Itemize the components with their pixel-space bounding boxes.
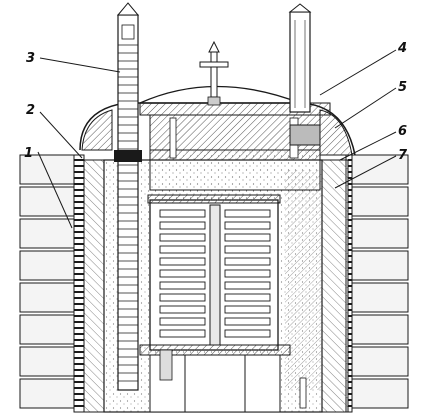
leader-line-6 <box>339 131 397 161</box>
label-6: 6 <box>398 124 407 139</box>
brick <box>351 378 409 409</box>
shelf-right <box>224 221 271 230</box>
brick <box>19 314 75 345</box>
thermocouple-flange <box>114 150 142 162</box>
brick <box>19 186 75 217</box>
exhaust-pipe-cap <box>288 3 312 13</box>
shelf-right <box>224 305 271 314</box>
shelf-left <box>159 293 206 302</box>
shelf-left <box>159 329 206 338</box>
label-2: 2 <box>26 103 35 118</box>
shelf-right <box>224 209 271 218</box>
brick <box>19 282 75 313</box>
lid-clamp-left <box>169 117 177 159</box>
shelf-left <box>159 209 206 218</box>
shelf-right <box>224 293 271 302</box>
shelf-right <box>224 281 271 290</box>
central-shaft <box>209 204 221 346</box>
shelf-left <box>159 317 206 326</box>
leader-line-1 <box>37 151 73 229</box>
shelf-left <box>159 233 206 242</box>
top-insulation-right <box>319 109 353 156</box>
inner-lining-left <box>83 159 105 413</box>
lid-lifting-eye-shaft <box>210 51 218 98</box>
brick <box>19 218 75 249</box>
bottom-probe <box>299 377 307 409</box>
leader-line-3 <box>39 57 121 73</box>
shelf-left <box>159 221 206 230</box>
lid-lifting-eye-top <box>208 40 220 53</box>
brick-wall-right <box>351 154 409 409</box>
label-3: 3 <box>26 51 35 66</box>
shelf-left <box>159 269 206 278</box>
leader-line-5 <box>334 87 397 129</box>
brick <box>19 250 75 281</box>
brick-wall-left <box>19 154 75 409</box>
brick <box>19 154 75 185</box>
label-5: 5 <box>398 80 407 95</box>
leader-lines <box>37 49 397 229</box>
bottom-support <box>159 349 173 381</box>
brick <box>351 186 409 217</box>
leader-line-7 <box>334 155 397 189</box>
shelf-right <box>224 245 271 254</box>
thermocouple-head <box>121 24 135 40</box>
lid-bolt <box>207 96 221 106</box>
shelf-right <box>224 317 271 326</box>
shelf-right <box>224 257 271 266</box>
shelf-left <box>159 257 206 266</box>
thermocouple-tube <box>117 14 139 391</box>
shelf-right <box>224 233 271 242</box>
top-insulation-left <box>81 109 113 151</box>
retort-liner-right <box>285 170 322 390</box>
shelf-left <box>159 281 206 290</box>
thermocouple-tube-segments <box>118 44 138 382</box>
thermocouple-cap <box>116 2 140 16</box>
label-1: 1 <box>24 146 33 161</box>
basket-shelves <box>159 209 271 338</box>
lid-lifting-eye-cross <box>199 61 229 68</box>
leader-line-2 <box>39 111 83 159</box>
label-7: 7 <box>398 148 408 163</box>
shelf-left <box>159 305 206 314</box>
exhaust-pipe <box>289 11 311 113</box>
brick <box>19 378 75 409</box>
brick <box>351 346 409 377</box>
brick <box>351 218 409 249</box>
heater-frame <box>73 154 85 413</box>
shelf-right <box>224 269 271 278</box>
shelf-left <box>159 245 206 254</box>
sealing-unit <box>289 124 321 146</box>
heating-element-left <box>73 154 85 413</box>
brick <box>351 282 409 313</box>
brick <box>19 346 75 377</box>
inner-lining-right <box>321 159 349 413</box>
leader-line-4 <box>319 49 397 96</box>
label-4: 4 <box>397 41 407 56</box>
brick <box>351 314 409 345</box>
brick <box>351 250 409 281</box>
basket-rim <box>147 194 281 204</box>
shelf-right <box>224 329 271 338</box>
brick <box>351 154 409 185</box>
